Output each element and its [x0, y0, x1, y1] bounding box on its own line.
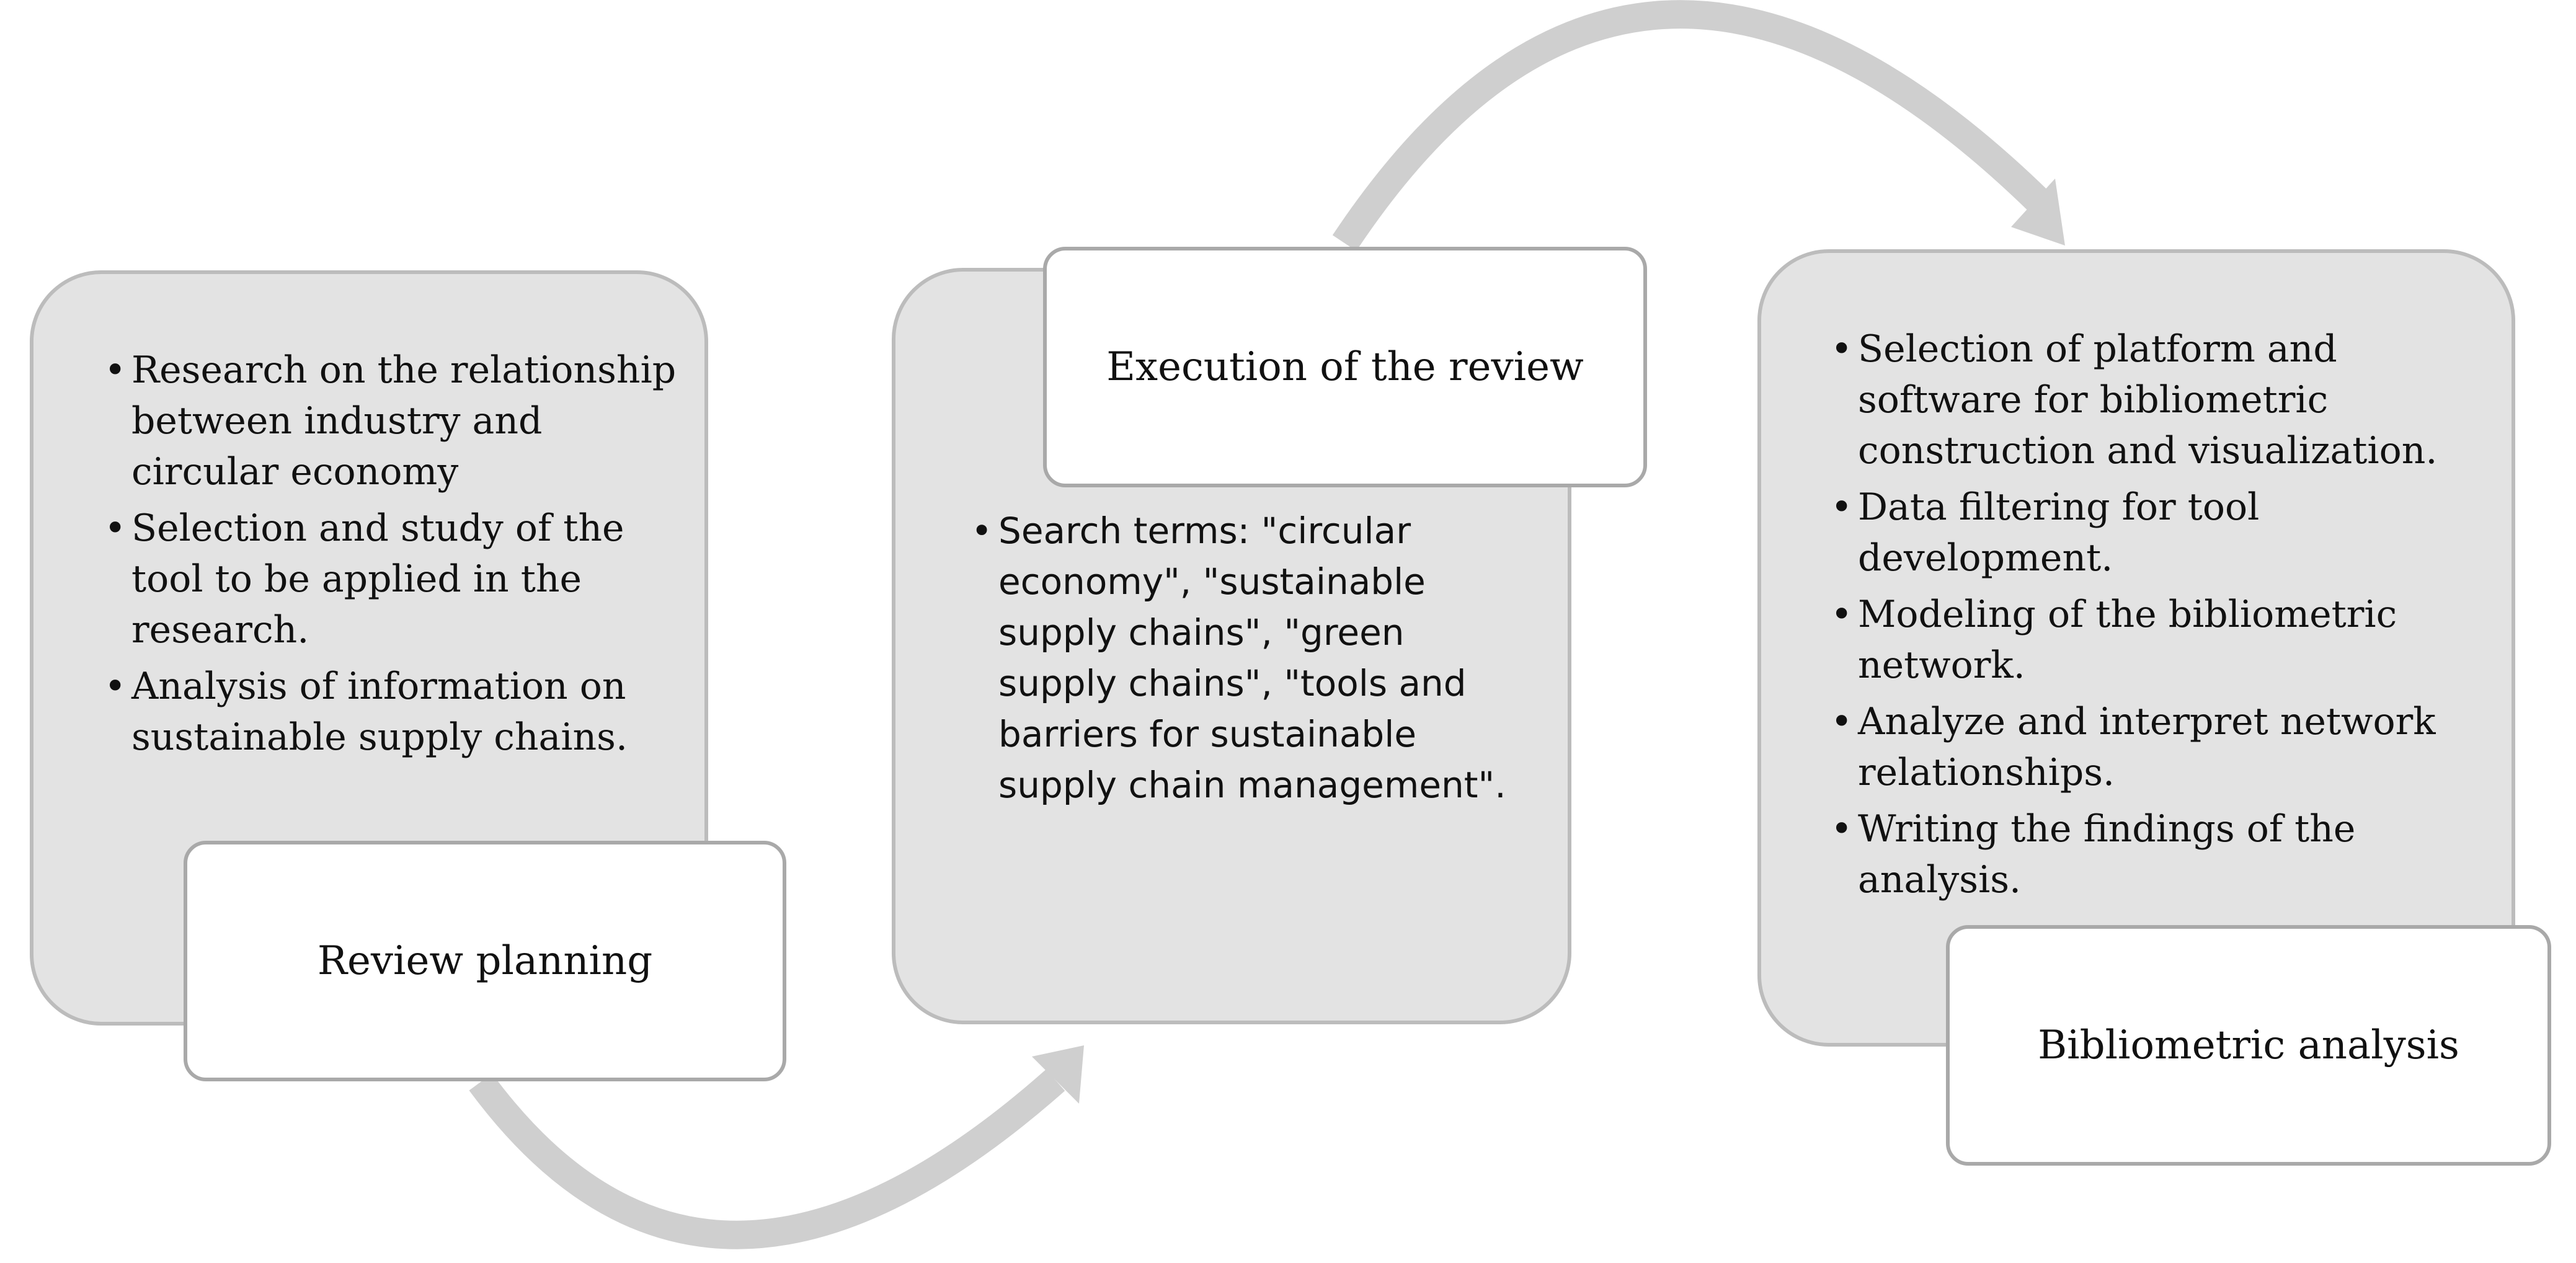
bullet-icon: • — [104, 665, 127, 708]
bullet-text: Modeling of the bibliometric network. — [1858, 593, 2397, 687]
bullet-icon: • — [104, 348, 127, 392]
list-item: •Research on the relationship between in… — [104, 345, 687, 497]
bullet-text: Analyze and interpret network relationsh… — [1858, 700, 2436, 794]
bullet-text: Selection of platform and software for b… — [1858, 327, 2438, 472]
bullet-text: Data filtering for tool development. — [1858, 485, 2260, 580]
step-title: Bibliometric analysis — [2038, 1022, 2459, 1068]
list-item: •Search terms: "circular economy", "sust… — [971, 505, 1517, 810]
planning-bullet-list: •Research on the relationship between in… — [104, 345, 687, 768]
bullet-icon: • — [971, 510, 993, 552]
list-item: •Analysis of information on sustainable … — [104, 661, 687, 763]
arrow-planning-to-execution — [469, 1069, 1065, 1249]
step-title: Review planning — [317, 938, 653, 984]
step-title: Execution of the review — [1106, 344, 1584, 390]
bullet-icon: • — [1831, 593, 1853, 636]
step-label-planning: Review planning — [184, 841, 786, 1081]
list-item: •Modeling of the bibliometric network. — [1831, 589, 2469, 691]
analysis-bullet-list: •Selection of platform and software for … — [1831, 324, 2469, 911]
bullet-text: Search terms: "circular economy", "susta… — [998, 510, 1506, 806]
step-label-analysis: Bibliometric analysis — [1946, 925, 2551, 1166]
bullet-icon: • — [1831, 700, 1853, 743]
bullet-text: Selection and study of the tool to be ap… — [131, 507, 624, 652]
execution-bullet-list: •Search terms: "circular economy", "sust… — [971, 505, 1517, 816]
arrow-execution-to-analysis — [1332, 0, 2049, 251]
bullet-icon: • — [1831, 807, 1853, 851]
bullet-icon: • — [1831, 485, 1853, 529]
bullet-text: Research on the relationship between ind… — [131, 348, 677, 494]
list-item: •Data filtering for tool development. — [1831, 482, 2469, 583]
bullet-text: Analysis of information on sustainable s… — [131, 665, 628, 759]
bullet-text: Writing the findings of the analysis. — [1858, 807, 2356, 902]
list-item: •Selection and study of the tool to be a… — [104, 503, 687, 655]
arrowhead-planning-to-execution — [1032, 1045, 1084, 1104]
list-item: •Analyze and interpret network relations… — [1831, 696, 2469, 798]
step-panel-analysis — [1757, 249, 2515, 1047]
bullet-icon: • — [1831, 327, 1853, 371]
list-item: •Selection of platform and software for … — [1831, 324, 2469, 476]
list-item: •Writing the findings of the analysis. — [1831, 804, 2469, 905]
bullet-icon: • — [104, 507, 127, 550]
step-label-execution: Execution of the review — [1043, 247, 1647, 487]
arrowhead-execution-to-analysis — [2011, 179, 2065, 246]
